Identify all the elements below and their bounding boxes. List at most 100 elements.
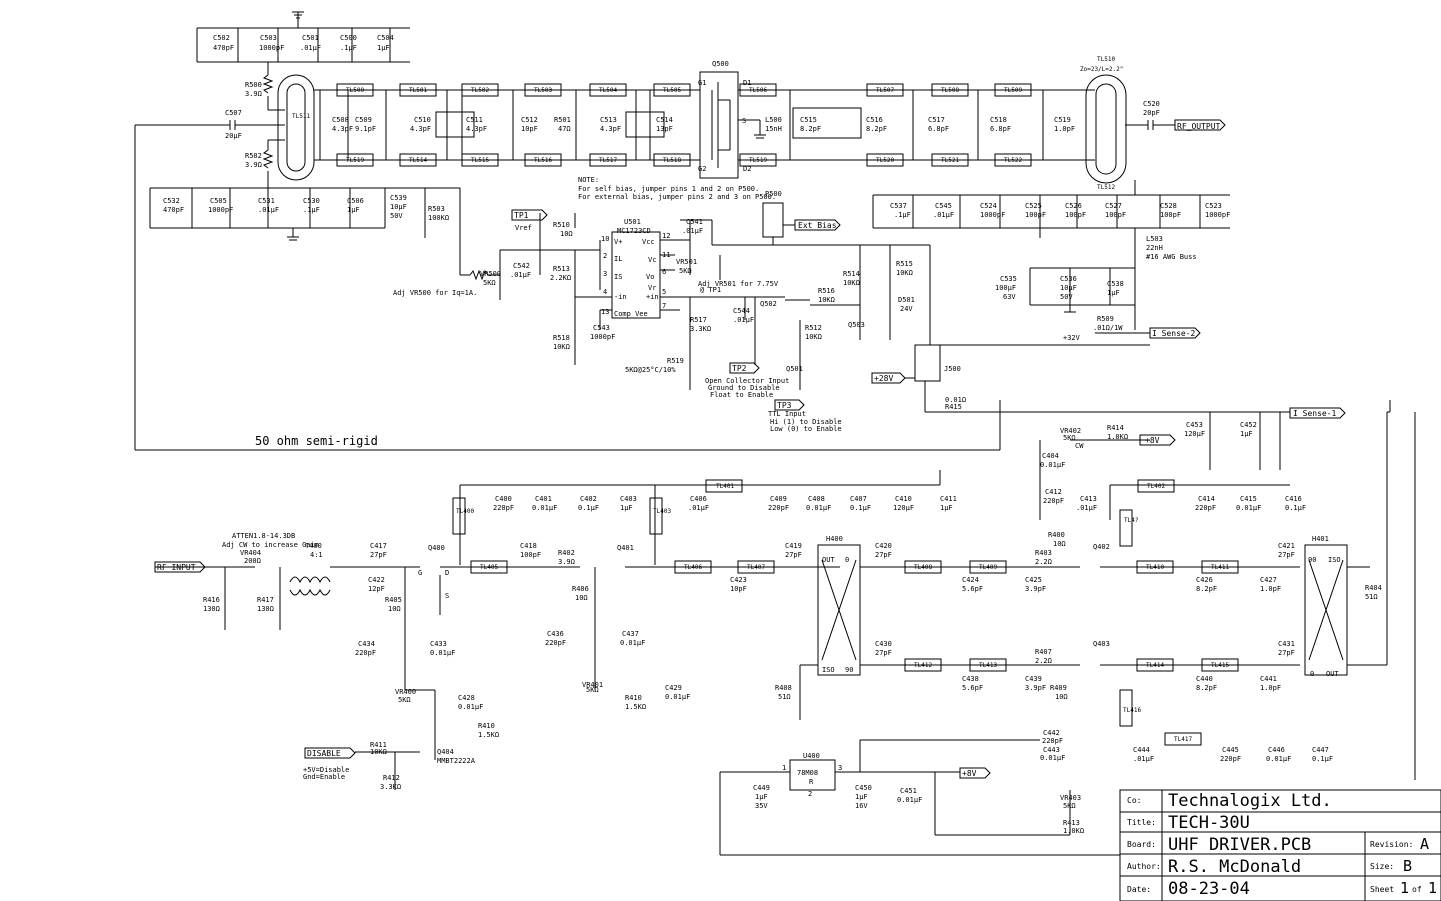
label-c409: C409 <box>770 495 787 503</box>
label-r408: R408 <box>775 684 792 692</box>
label-r411: R411 <box>370 741 387 749</box>
label-r510: R510 <box>553 221 570 229</box>
label-vr500: VR500 <box>480 270 501 278</box>
label-c412v: 220pF <box>1043 497 1064 505</box>
label-ttl2: Hi (1) to Disable <box>770 418 842 426</box>
label-r410v: 1.5KΩ <box>478 731 499 739</box>
label-c400v: 220pF <box>493 504 514 512</box>
label-c402v: 0.1µF <box>578 504 599 512</box>
label-c417: C417 <box>370 542 387 550</box>
label-c530: C530 <box>303 197 320 205</box>
label-c410v: 120µF <box>893 504 914 512</box>
label-p7: 7 <box>662 302 666 310</box>
wiring <box>134 11 1441 901</box>
label-c425: C425 <box>1025 576 1042 584</box>
label-c504: C504 <box>377 34 394 42</box>
label-r502: R502 <box>245 152 262 160</box>
label-c404: C404 <box>1042 452 1059 460</box>
label-c403: C403 <box>620 495 637 503</box>
label-r411v: 10KΩ <box>370 748 387 756</box>
label-c517: C517 <box>928 116 945 124</box>
label-c414v: 220pF <box>1195 504 1216 512</box>
label-c426v: 8.2pF <box>1196 585 1217 593</box>
label-c535: C535 <box>1000 275 1017 283</box>
label-r406: R406 <box>572 585 589 593</box>
label-p6: 6 <box>662 268 666 276</box>
label-r502v: 3.9Ω <box>245 161 262 169</box>
label-c413v: .01µF <box>1076 504 1097 512</box>
port-sense-2: I_Sense-2 <box>1152 329 1196 338</box>
port-ext-bias: Ext_Bias <box>798 221 837 230</box>
label-q403: Q403 <box>1093 640 1110 648</box>
label-opn3: Float to Enable <box>710 391 773 399</box>
label-c512v: 10pF <box>521 125 538 133</box>
label-t400v: 4:1 <box>310 551 323 559</box>
label-tl412: TL412 <box>914 662 932 669</box>
tl-boxes <box>336 83 1239 746</box>
label-c439: C439 <box>1025 675 1042 683</box>
label-vr402: VR402 <box>1060 427 1081 435</box>
company-label: Co: <box>1127 796 1141 805</box>
label-c507: C507 <box>225 109 242 117</box>
label-u400p: 78M08 <box>797 769 818 777</box>
label-c530v: .1µF <box>303 206 320 214</box>
label-h400_0: 0 <box>845 556 849 564</box>
label-c527v: 100pF <box>1105 211 1126 219</box>
label-u501_in: -in <box>614 293 627 301</box>
label-r413: R413 <box>1063 819 1080 827</box>
label-c509: C509 <box>355 116 372 124</box>
label-c539v: 10µF <box>390 203 407 211</box>
label-c531v: .01µF <box>258 206 279 214</box>
label-u400p1: 1 <box>782 764 786 772</box>
label-vr402v: 5KΩ <box>1063 434 1076 442</box>
label-r509: R509 <box>1097 315 1114 323</box>
label-c423: C423 <box>730 576 747 584</box>
label-tl506: TL506 <box>749 87 767 94</box>
label-tl400: TL400 <box>456 508 474 515</box>
label-r519: R519 <box>667 357 684 365</box>
label-r403v: 2.2Ω <box>1035 558 1052 566</box>
sheet-total: 1 <box>1428 879 1437 897</box>
label-c430: C430 <box>875 640 892 648</box>
revision-label: Revision: <box>1370 840 1413 849</box>
label-tl401: TL401 <box>716 483 734 490</box>
label-h401_0: 0 <box>1310 670 1314 678</box>
label-vr400: VR400 <box>395 688 416 696</box>
label-c428: C428 <box>458 694 475 702</box>
label-tl502: TL502 <box>471 87 489 94</box>
label-c400: C400 <box>495 495 512 503</box>
label-h400: H400 <box>826 535 843 543</box>
date-label: Date: <box>1127 885 1151 894</box>
label-d501v: 24V <box>900 305 913 313</box>
label-tl416: TL416 <box>1123 707 1141 714</box>
label-c436: C436 <box>547 630 564 638</box>
label-c429: C429 <box>665 684 682 692</box>
label-vr403: VR403 <box>1060 794 1081 802</box>
label-c450v2: 16V <box>855 802 868 810</box>
label-r516v: 10KΩ <box>818 296 835 304</box>
label-c409v: 220pF <box>768 504 789 512</box>
label-tl504: TL504 <box>599 87 617 94</box>
label-c505v: 1000pF <box>208 206 233 214</box>
label-c501: C501 <box>302 34 319 42</box>
port-labels: RF_OUTPUT RF_INPUT Ext_Bias I_Sense-2 I_… <box>157 122 1337 778</box>
label-c545v: .01µF <box>933 211 954 219</box>
label-dis2: Gnd=Enable <box>303 773 345 781</box>
label-tl509: TL509 <box>1004 87 1022 94</box>
label-c416v: 0.1µF <box>1285 504 1306 512</box>
label-c536v2: 50V <box>1060 293 1073 301</box>
label-c427v: 1.0pF <box>1260 585 1281 593</box>
board-label: Board: <box>1127 840 1156 849</box>
label-h400_90: 90 <box>845 666 853 674</box>
label-c509v: 9.1pF <box>355 125 376 133</box>
label-c536v: 10µF <box>1060 284 1077 292</box>
label-c423v: 10pF <box>730 585 747 593</box>
label-u501_il: IL <box>614 255 622 263</box>
label-tl501: TL501 <box>409 87 427 94</box>
label-c539: C539 <box>390 194 407 202</box>
label-tl519: TL519 <box>346 157 364 164</box>
label-g2: G2 <box>698 165 706 173</box>
label-c441v: 1.0pF <box>1260 684 1281 692</box>
label-c410: C410 <box>895 495 912 503</box>
label-c544: C544 <box>733 307 750 315</box>
